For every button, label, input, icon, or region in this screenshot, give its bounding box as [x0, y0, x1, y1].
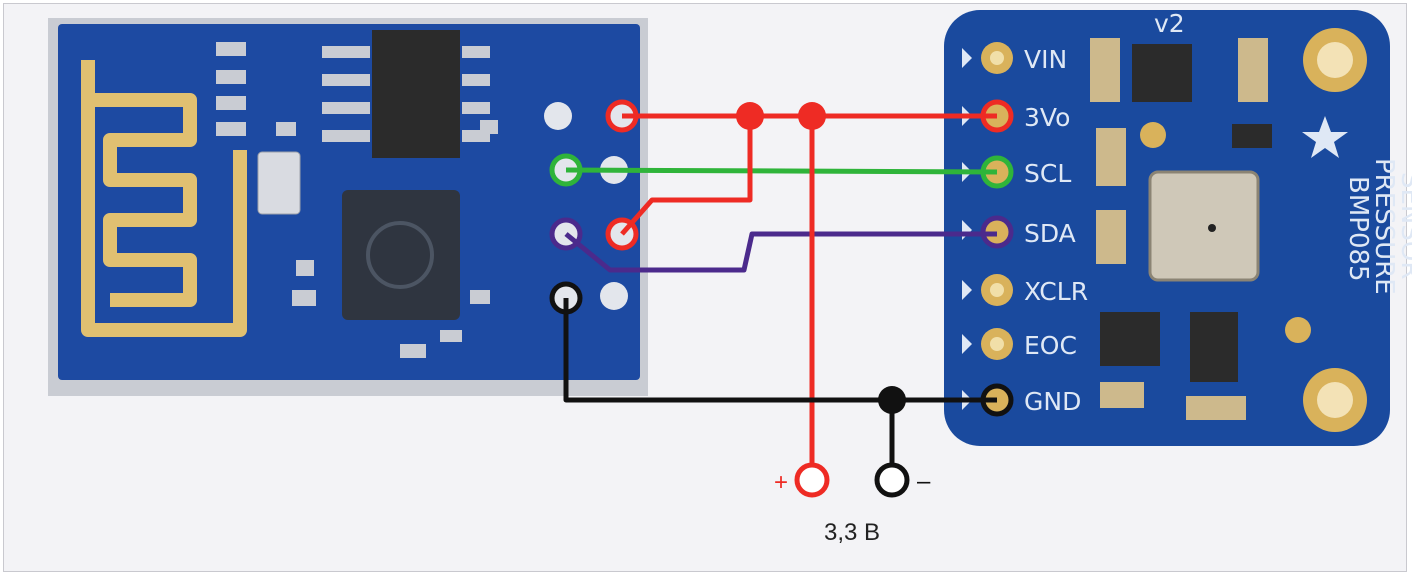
- bmp-3vo-ring: [980, 99, 1014, 133]
- bmp-gnd-ring: [980, 383, 1014, 417]
- scl-wire: [565, 167, 998, 175]
- connection-rings: [549, 99, 1014, 417]
- pin-label-gnd: GND: [1024, 387, 1081, 416]
- star-icon: [1302, 116, 1348, 158]
- pin-label-xclr: XCLR: [1024, 277, 1088, 306]
- pin-label-scl: SCL: [1024, 159, 1071, 188]
- board-title: BMP085 PRESSURE SENSOR: [1343, 158, 1412, 295]
- plus-sign: +: [774, 469, 788, 496]
- sensor-port: [1208, 224, 1216, 232]
- gnd-junction: [878, 386, 906, 414]
- board-title-line2: PRESSURE: [1369, 158, 1399, 295]
- bmp-sda-ring: [980, 215, 1014, 249]
- bmp-smd-components: [1100, 44, 1272, 382]
- board-title-line1: BMP085: [1343, 176, 1373, 282]
- crystal: [257, 151, 301, 215]
- esp-chip: [342, 190, 460, 320]
- vcc-junction-1: [736, 102, 764, 130]
- esp-gnd-ring: [549, 281, 583, 315]
- mounting-hole-top-center: [1317, 42, 1353, 78]
- esp-chip-logo: [366, 221, 434, 289]
- esp-vcc-ring: [605, 99, 639, 133]
- bmp-pin-pad-centers: [990, 51, 1004, 351]
- pressure-sensor-chip: [1148, 170, 1260, 282]
- vcc-junction-2: [798, 102, 826, 130]
- minus-sign: –: [917, 468, 931, 495]
- board-version-label: v2: [1154, 9, 1185, 38]
- minus-terminal: [874, 462, 910, 498]
- via-pad-2: [1285, 317, 1311, 343]
- pcb-antenna: [81, 60, 247, 337]
- esp-chpd-ring: [605, 217, 639, 251]
- power-terminals: + – 3,3 В: [774, 462, 931, 546]
- esp8266-module: [48, 18, 648, 396]
- pin-label-3vo: 3Vo: [1024, 103, 1070, 132]
- junctions: [736, 102, 906, 414]
- gnd-wire-main: [563, 298, 997, 403]
- esp-scl-ring: [549, 153, 583, 187]
- board-title-line3: SENSOR: [1395, 172, 1412, 279]
- esp-sda-ring: [549, 217, 583, 251]
- pin-label-sda: SDA: [1024, 219, 1076, 248]
- bmp-scl-ring: [980, 155, 1014, 189]
- via-pad: [1140, 122, 1166, 148]
- plus-terminal: [794, 462, 830, 498]
- voltage-label: 3,3 В: [824, 519, 880, 546]
- sda-wire: [564, 231, 997, 273]
- pin-label-vin: VIN: [1024, 45, 1067, 74]
- pin-label-eoc: EOC: [1024, 331, 1077, 360]
- smd-components: [216, 42, 498, 358]
- bmp085-board: VIN 3Vo SCL SDA XCLR EOC GND v2 BMP085 P…: [944, 9, 1412, 446]
- vcc-wire-chpd: [620, 116, 753, 236]
- mounting-hole-bottom-center: [1317, 382, 1353, 418]
- flash-chip-legs: [322, 46, 490, 142]
- bmp-passives: [1090, 38, 1268, 420]
- flash-chip: [372, 30, 460, 158]
